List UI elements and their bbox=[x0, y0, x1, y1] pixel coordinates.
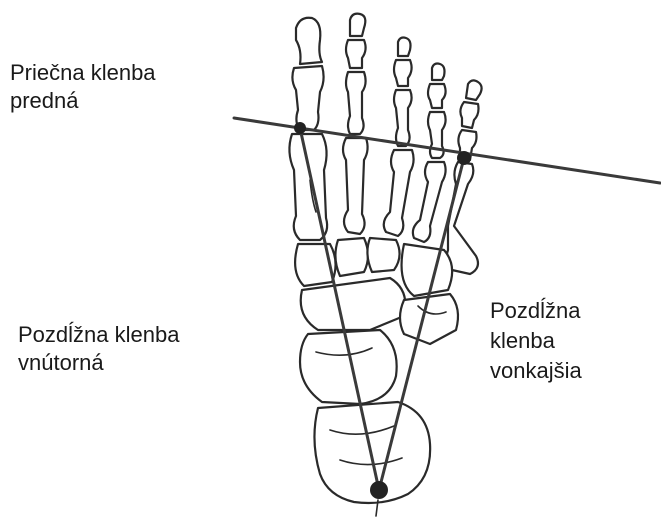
toe-1-phalanges bbox=[292, 18, 323, 130]
lateral-arch-label-line3: vonkajšia bbox=[490, 358, 582, 384]
lateral-arch-label-line1: Pozdĺžna bbox=[490, 298, 581, 324]
lateral-arch-label-line2: klenba bbox=[490, 328, 555, 354]
heel-point bbox=[370, 481, 388, 499]
medial-arch-label-line1: Pozdĺžna klenba bbox=[18, 322, 179, 348]
transverse-arch-label-line2: predná bbox=[10, 88, 79, 114]
medial-arch-label-line2: vnútorná bbox=[18, 350, 104, 376]
toe-3-phalanges bbox=[394, 38, 412, 147]
transverse-arch-label-line1: Priečna klenba bbox=[10, 60, 156, 86]
toe-5-phalanges bbox=[458, 80, 481, 160]
lateral-metatarsal-joint bbox=[457, 151, 471, 165]
medial-metatarsal-joint bbox=[294, 122, 306, 134]
toe-4-phalanges bbox=[428, 64, 446, 159]
toe-2-phalanges bbox=[346, 14, 366, 134]
